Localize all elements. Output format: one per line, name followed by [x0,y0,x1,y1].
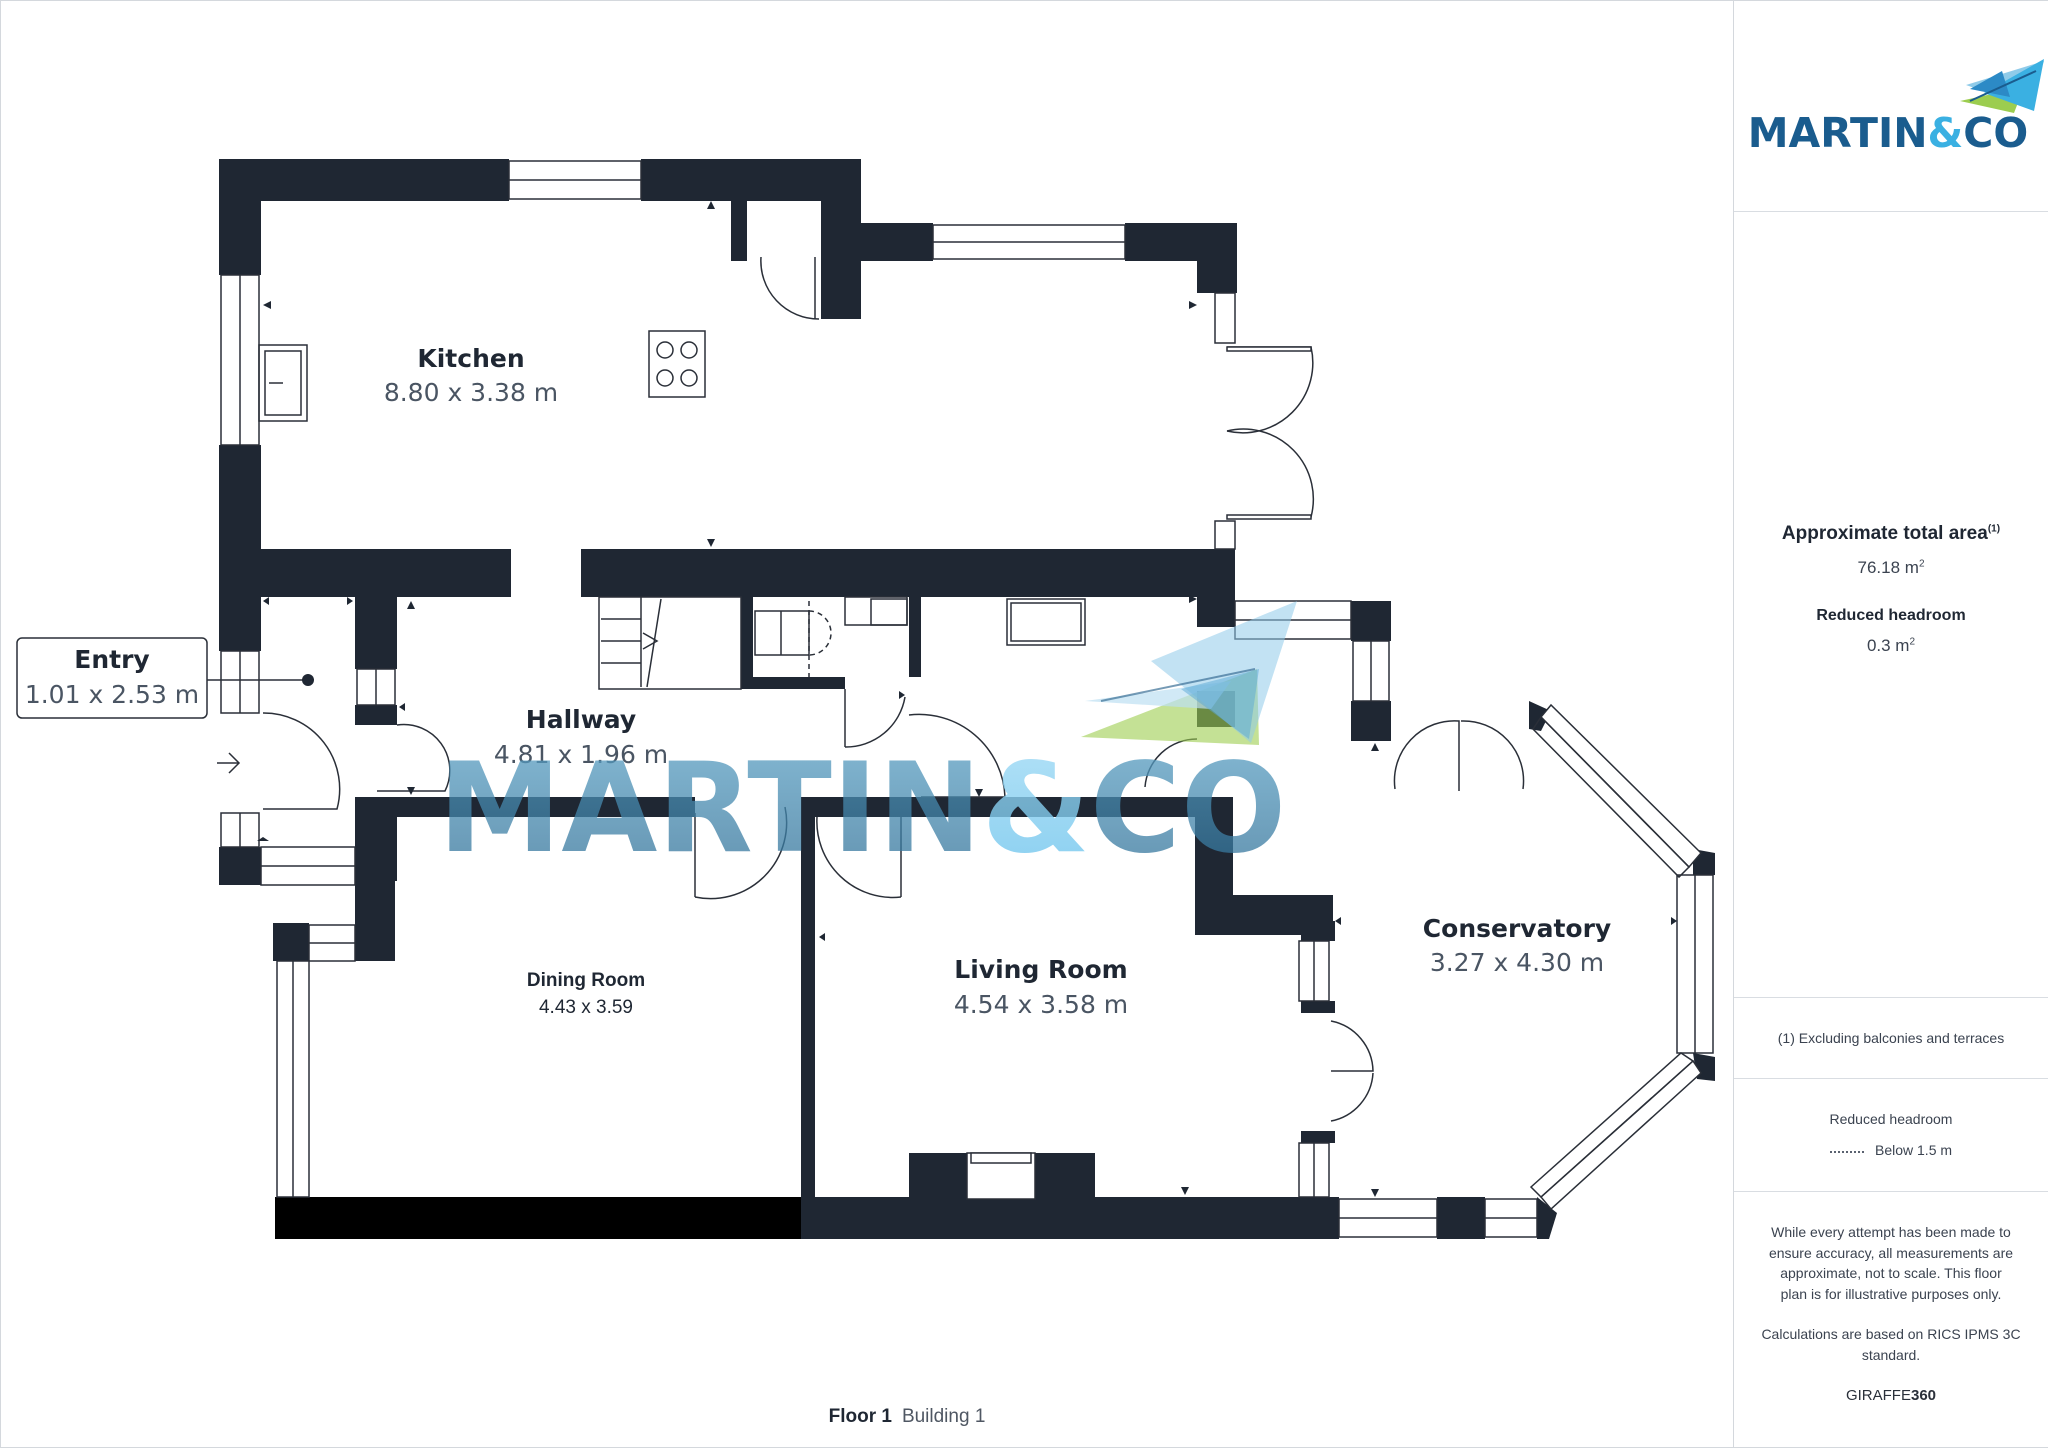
legend-section: Reduced headroom Below 1.5 m [1734,1078,2048,1191]
living-room-dims: 4.54 x 3.58 m [954,990,1128,1019]
entry-label: Entry [74,645,149,674]
measure-arrows [257,201,1677,1197]
watermark: MARTIN&CO [438,601,1297,881]
floor-label: Floor 1 [828,1406,892,1427]
floor-caption: Floor 1 Building 1 [1,1406,1813,1428]
windows [220,160,1714,1238]
fixtures [258,330,1086,1200]
legend-line-label: Below 1.5 m [1875,1142,1953,1158]
walls [219,159,1715,1239]
watermark-text: MARTIN&CO [438,737,1286,881]
building-label: Building 1 [901,1406,986,1427]
kitchen-dims: 8.80 x 3.38 m [384,378,558,407]
hallway-label: Hallway [526,705,636,734]
watermark-bird-icon [1081,601,1297,745]
stairs [598,596,742,690]
entry-dims: 1.01 x 2.53 m [25,680,199,709]
reduced-headroom-title: Reduced headroom [1816,607,1966,624]
living-room-label: Living Room [954,955,1127,984]
giraffe-credit: GIRAFFE360 [1845,1387,1937,1404]
hob-icon [648,330,706,398]
hallway-dims: 4.81 x 1.96 m [494,740,668,769]
total-area-title: Approximate total area(1) [1781,523,2001,544]
footnote-section: (1) Excluding balconies and terraces [1734,997,2048,1078]
legend-dotted-line [1830,1151,1864,1153]
logo-wordmark: MARTIN&CO [1747,109,2029,157]
conservatory-dims: 3.27 x 4.30 m [1430,948,1604,977]
kitchen-label: Kitchen [417,344,524,373]
disclaimer-text: While every attempt has been made to ens… [1761,1224,2021,1363]
logo-section: MARTIN&CO [1734,1,2048,212]
entry-callout-box [16,637,208,719]
dining-room-label: Dining Room [527,970,645,991]
conservatory-label: Conservatory [1423,914,1611,943]
total-area-value: 76.18 m2 [1857,558,1925,577]
disclaimer-section: While every attempt has been made to ens… [1734,1191,2048,1448]
footnote-text: (1) Excluding balconies and terraces [1777,1030,2005,1046]
legend-title: Reduced headroom [1829,1111,1953,1127]
reduced-headroom-value: 0.3 m2 [1866,636,1916,655]
floor-plan-drawing: Kitchen 8.80 x 3.38 m Entry 1.01 x 2.53 … [16,159,1715,1239]
entry-callout-dot [302,674,314,686]
entry-arrow-icon [217,752,241,774]
dining-room-dims: 4.43 x 3.59 [539,997,633,1018]
logo-bird-icon [1960,59,2044,113]
area-summary: Approximate total area(1) 76.18 m2 Reduc… [1734,211,2048,997]
info-sidebar: MARTIN&CO Approximate total area(1) 76.1… [1733,1,2048,1447]
